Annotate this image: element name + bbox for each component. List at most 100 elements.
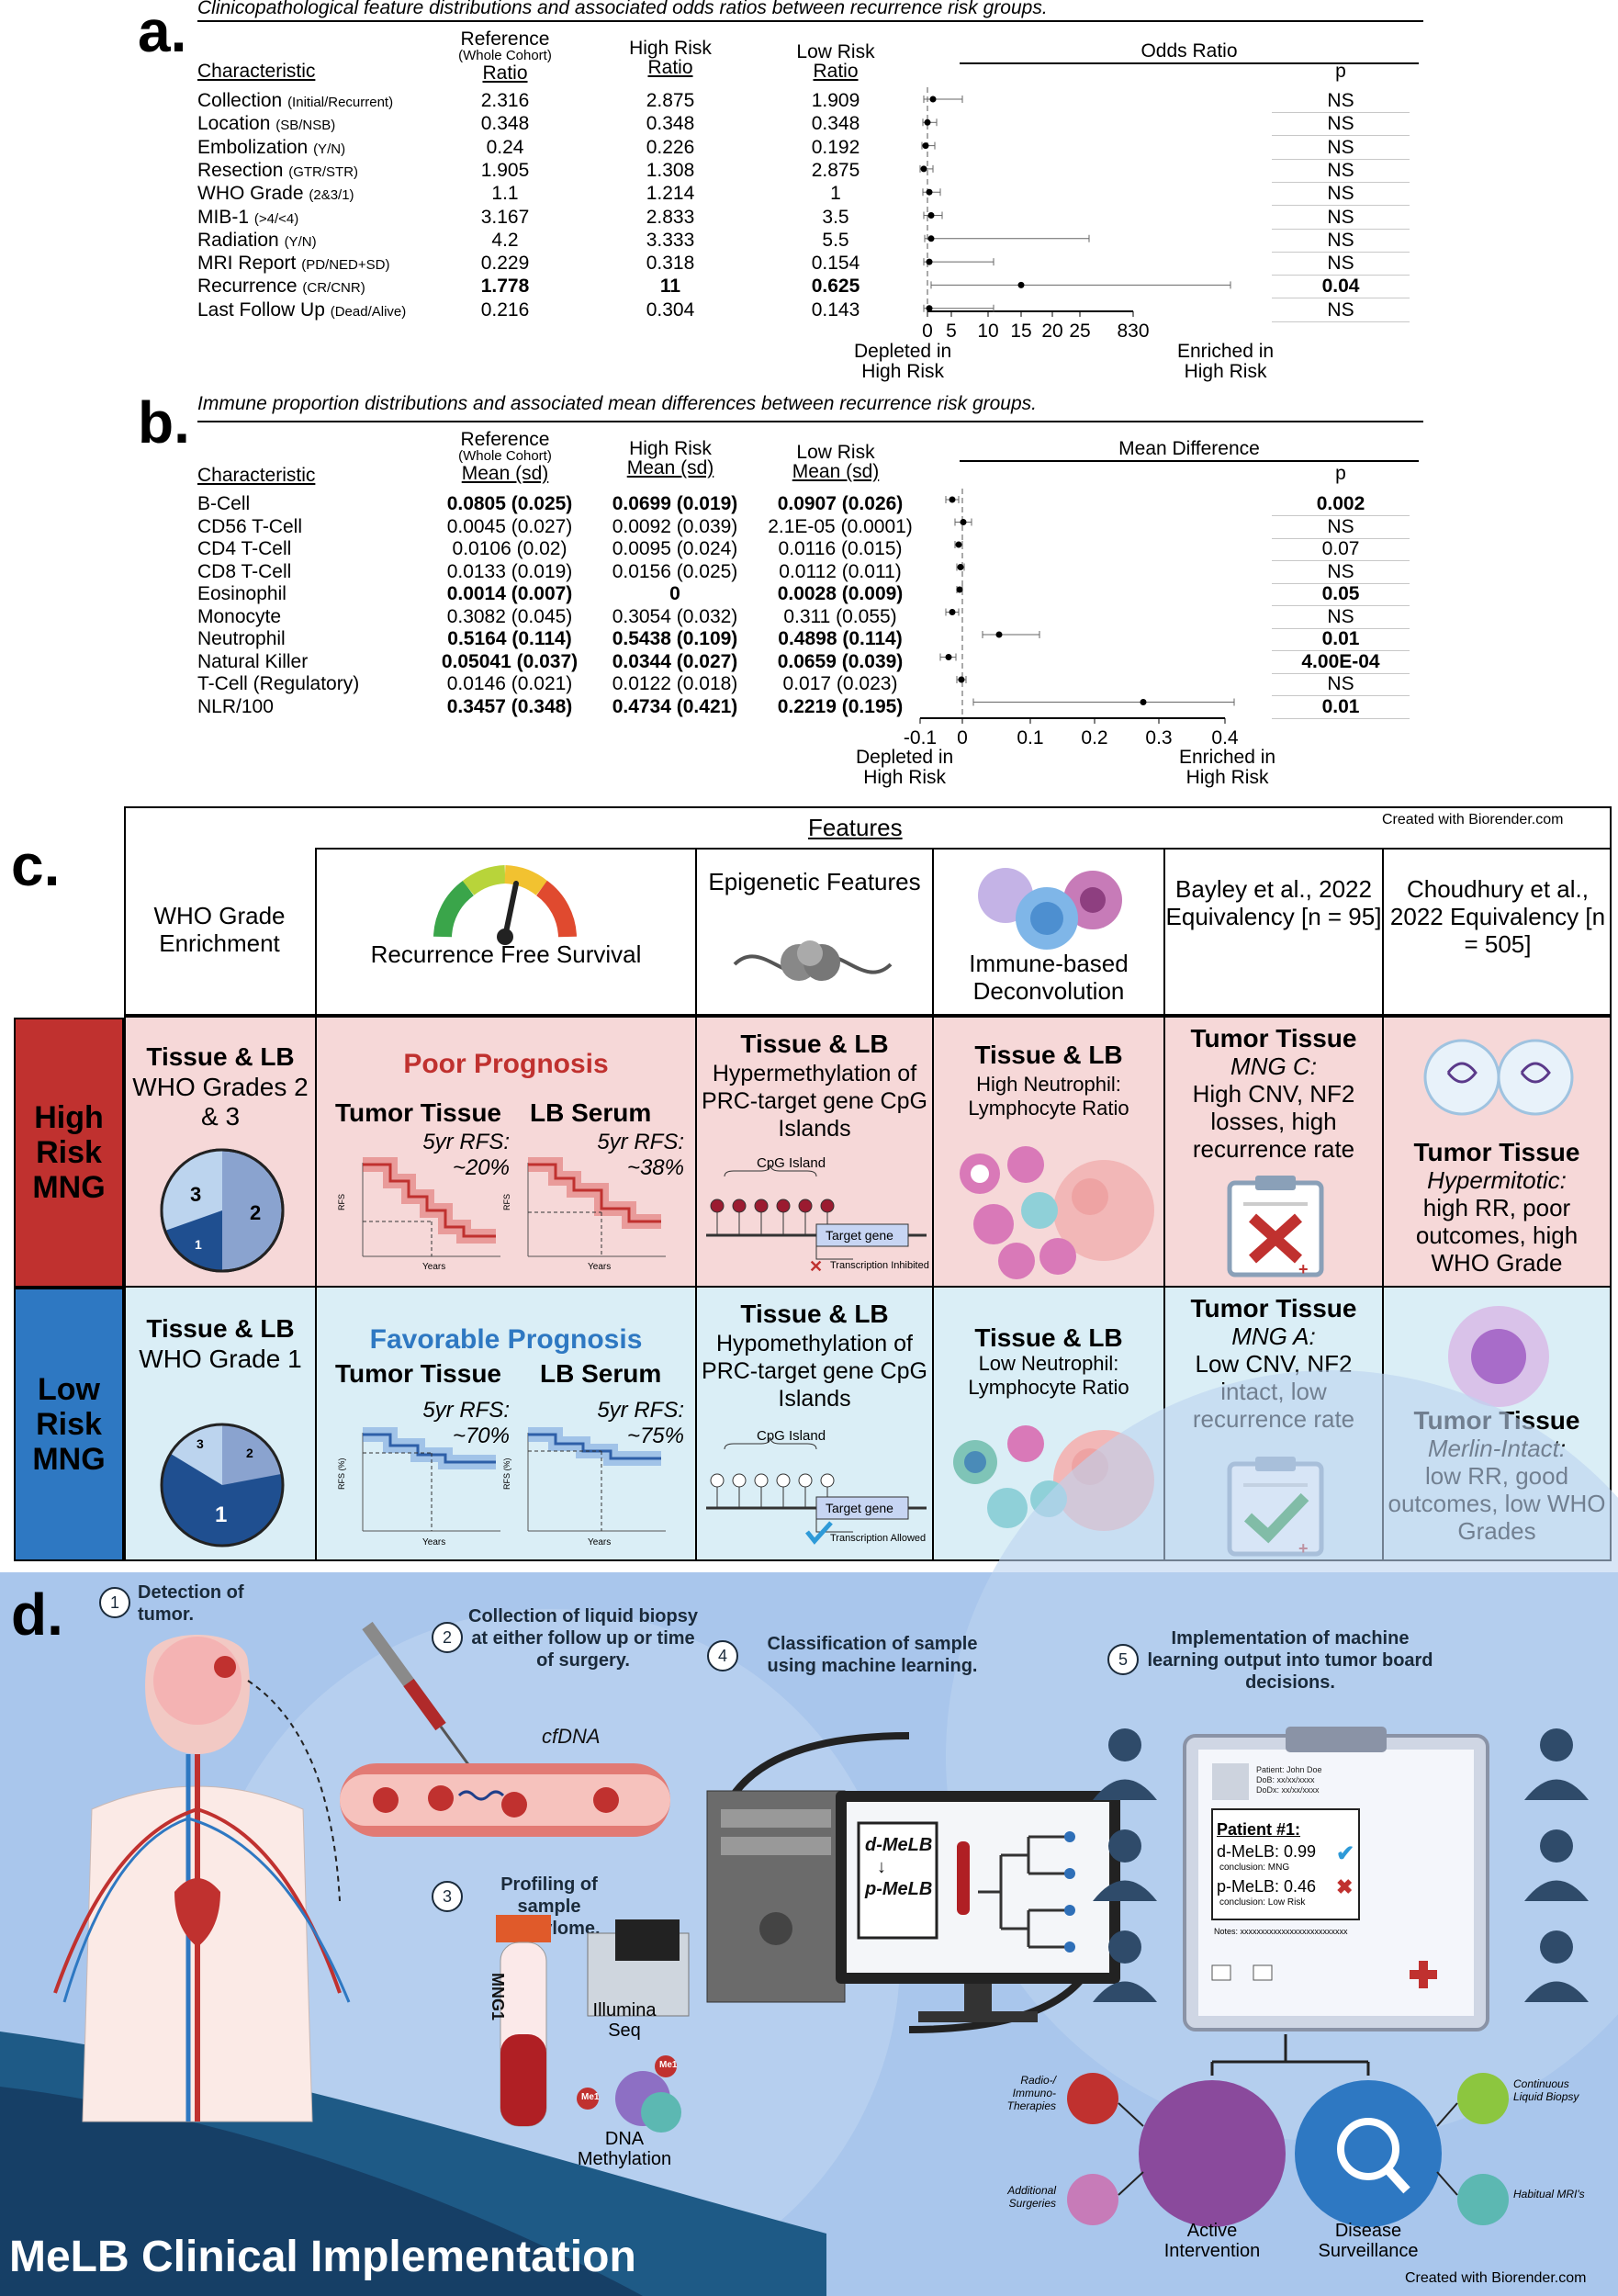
panel-a-ref-header: Reference (Whole Cohort) Ratio bbox=[458, 28, 552, 84]
svg-text:Target gene: Target gene bbox=[826, 1228, 893, 1243]
features-title: Features bbox=[808, 814, 903, 841]
panel-a-p-header: p bbox=[1335, 61, 1346, 82]
panel-c-credit: Created with Biorender.com bbox=[1382, 812, 1564, 827]
col-header-who: WHO Grade Enrichment bbox=[153, 902, 286, 957]
panel-b-cell-low: 0.0659 (0.039) bbox=[777, 650, 904, 672]
panel-b-p-value: NS bbox=[1272, 515, 1410, 539]
panel-b-ref-header: Reference (Whole Cohort) Mean (sd) bbox=[458, 429, 552, 484]
illumina-label: Illumina Seq bbox=[592, 2000, 657, 2041]
panel-b-row-label: T-Cell (Regulatory) bbox=[197, 673, 360, 694]
clipboard-pmelb: p-MeLB: 0.46 bbox=[1217, 1877, 1317, 1896]
step-3-number: 3 bbox=[432, 1881, 463, 1912]
panel-b-p-value: NS bbox=[1272, 605, 1410, 629]
col-header-choudhury: Choudhury et al., 2022 Equivalency [n = … bbox=[1389, 875, 1606, 958]
panel-b-tick-label: -0.1 bbox=[904, 727, 937, 748]
high-who-pie-chart: 3 2 1 bbox=[160, 1148, 285, 1273]
panel-a-cell-high: 1.214 bbox=[646, 183, 695, 205]
panel-b-cell-low: 0.0112 (0.011) bbox=[779, 560, 902, 582]
svg-text:Transcription Allowed: Transcription Allowed bbox=[830, 1533, 926, 1544]
panel-a-cell-high: 1.308 bbox=[646, 159, 695, 181]
panel-a-row-label: Location (SB/NSB) bbox=[197, 113, 336, 135]
panel-a-high-header: High Risk Ratio bbox=[629, 38, 712, 78]
dmelb-label: d-MeLB bbox=[865, 1835, 933, 1855]
low-km-curves: Years Years RFS (%) RFS (%) bbox=[337, 1427, 666, 1548]
panel-a-tick-label: 0 bbox=[922, 321, 933, 342]
panel-b-row-label: B-Cell bbox=[197, 493, 251, 514]
panel-a-characteristic-header: Characteristic bbox=[197, 61, 316, 82]
panel-a-tick-label: 20 bbox=[1041, 321, 1062, 342]
panel-a-cell-low: 0.625 bbox=[811, 276, 860, 298]
clipboard-pmelb-conclusion: conclusion: Low Risk bbox=[1219, 1897, 1306, 1908]
panel-a-point bbox=[926, 305, 933, 312]
panel-b-cell-ref: 0.0106 (0.02) bbox=[452, 538, 567, 559]
panel-b-p-value: 0.05 bbox=[1272, 582, 1410, 606]
panel-a-row-sublabel: (Y/N) bbox=[284, 233, 317, 250]
panel-b-cell-high: 0.5438 (0.109) bbox=[612, 628, 738, 649]
panel-a-cell-high: 2.875 bbox=[646, 90, 695, 111]
panel-a-tick-label: 25 bbox=[1069, 321, 1090, 342]
panel-b-low-header: Low Risk Mean (sd) bbox=[792, 442, 880, 482]
high-km-curves: Years Years RFS RFS bbox=[337, 1157, 666, 1272]
tube-label: MNG1 bbox=[489, 1973, 507, 2021]
panel-b-characteristic-header: Characteristic bbox=[197, 465, 316, 486]
col-sep-5 bbox=[1382, 850, 1384, 1018]
high-choudhury-cell: Tumor Tissue Hypermitotic: high RR, poor… bbox=[1382, 1016, 1612, 1288]
panel-b-cell-high: 0.0156 (0.025) bbox=[612, 560, 738, 582]
clipboard-patient-info: Patient: John Doe DoB: xx/xx/xxxx DoDx: … bbox=[1256, 1765, 1322, 1795]
panel-a-cell-high: 2.833 bbox=[646, 206, 695, 228]
cross-icon: ✖ bbox=[1336, 1875, 1354, 1898]
panel-b-p-value: NS bbox=[1272, 560, 1410, 584]
clipboard-x-icon: + bbox=[1227, 1176, 1324, 1278]
step-5-text: Implementation of machine learning outpu… bbox=[1147, 1628, 1433, 1693]
panel-b-rule bbox=[197, 421, 1423, 422]
me1-label-right: Me1 bbox=[659, 2060, 678, 2070]
step-4-text: Classification of sample using machine l… bbox=[767, 1634, 978, 1676]
panel-b-point bbox=[960, 519, 967, 525]
panel-a-cell-high: 11 bbox=[659, 276, 681, 298]
panel-a-row-sublabel: (>4/<4) bbox=[253, 210, 299, 227]
panel-a-cell-low: 5.5 bbox=[822, 229, 849, 251]
panel-a-row-label: MIB-1 (>4/<4) bbox=[197, 206, 299, 228]
panel-a-cell-ref: 0.348 bbox=[480, 113, 530, 135]
panel-b-p-value: 0.07 bbox=[1272, 537, 1410, 561]
panel-b-cell-low: 0.311 (0.055) bbox=[783, 605, 897, 627]
svg-text:Years: Years bbox=[588, 1537, 611, 1548]
panel-b-cell-ref: 0.05041 (0.037) bbox=[441, 650, 579, 672]
panel-a-cell-low: 2.875 bbox=[811, 159, 860, 181]
panel-a-cell-low: 3.5 bbox=[822, 206, 849, 228]
blood-tube-sequencer bbox=[496, 1915, 690, 2133]
panel-b-cell-high: 0.0344 (0.027) bbox=[612, 650, 738, 672]
panel-b-p-value: 0.01 bbox=[1272, 627, 1410, 651]
panel-b-p-value: 4.00E-04 bbox=[1272, 650, 1410, 674]
svg-text:RFS (%): RFS (%) bbox=[337, 1458, 346, 1491]
step-1-text: Detection of tumor. bbox=[138, 1582, 244, 1625]
panel-d-letter: d. bbox=[11, 1581, 63, 1648]
panel-b-point bbox=[1140, 699, 1147, 705]
panel-b-p-value: NS bbox=[1272, 672, 1410, 696]
outcome-radio: Radio-/ Immuno- Therapies bbox=[1006, 2074, 1056, 2112]
panel-a-cell-high: 0.304 bbox=[646, 298, 695, 321]
panel-b-cell-low: 0.0116 (0.015) bbox=[778, 538, 903, 559]
panel-a-row-sublabel: (Dead/Alive) bbox=[330, 303, 407, 320]
panel-a-point bbox=[924, 118, 931, 126]
outcome-active: Active Intervention bbox=[1163, 2221, 1261, 2261]
panel-b-point bbox=[949, 609, 956, 615]
panel-b-point bbox=[957, 564, 964, 570]
panel-b-cell-high: 0.0122 (0.018) bbox=[612, 673, 738, 694]
panel-b-cell-ref: 0.0045 (0.027) bbox=[446, 515, 573, 537]
panel-a-row-sublabel: (GTR/STR) bbox=[288, 163, 359, 180]
panel-b-letter: b. bbox=[138, 389, 190, 456]
high-risk-label: High Risk MNG bbox=[14, 1018, 124, 1288]
low-cpg-diagram: CpG Island Target gene Transcription All… bbox=[706, 1428, 927, 1545]
panel-c-header-frame bbox=[124, 806, 1612, 1016]
low-epi-cell: Tissue & LB Hypomethylation of PRC-targe… bbox=[695, 1286, 934, 1561]
panel-b-cell-low: 0.017 (0.023) bbox=[782, 673, 898, 694]
high-immune-cell: Tissue & LB High Neutrophil: Lymphocyte … bbox=[932, 1016, 1165, 1288]
pie-label-grade1: 1 bbox=[195, 1237, 202, 1252]
clipboard-dmelb: d-MeLB: 0.99 bbox=[1217, 1842, 1317, 1861]
panel-b-cell-low: 0.2219 (0.195) bbox=[777, 695, 904, 717]
computer-ml-illustration bbox=[706, 1732, 1120, 2033]
